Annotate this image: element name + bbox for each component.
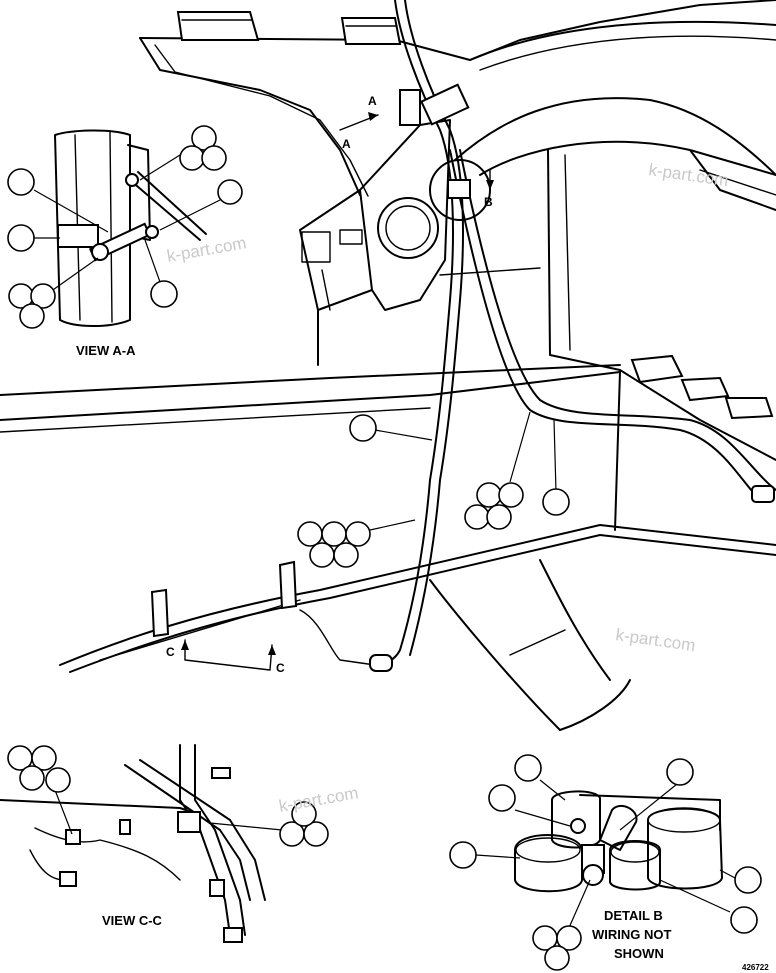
watermark-text: k-part.com — [647, 160, 729, 190]
callout-balloon — [179, 145, 205, 171]
watermark-text: k-part.com — [165, 233, 247, 266]
callout-balloon — [488, 784, 516, 812]
callout-balloon — [734, 866, 762, 894]
view-cc: VIEW C-C — [0, 744, 266, 943]
detail-b: DETAIL B WIRING NOT SHOWN — [514, 790, 723, 961]
section-a-label-bottom: A — [342, 137, 351, 151]
callout-balloon — [449, 841, 477, 869]
section-a-label-top: A — [368, 94, 377, 108]
callout-balloon — [30, 283, 56, 309]
callout-balloon — [150, 280, 178, 308]
section-c-label-right: C — [276, 661, 285, 675]
machine-structure — [0, 0, 776, 731]
callout-balloon — [556, 925, 582, 951]
callout-balloon — [514, 754, 542, 782]
detail-b-title: DETAIL B — [604, 908, 663, 923]
view-cc-title: VIEW C-C — [102, 913, 163, 928]
callout-balloon — [291, 801, 317, 827]
detail-b-callout-label: B — [484, 195, 493, 209]
callout-balloon — [542, 488, 570, 516]
callout-balloon — [544, 945, 570, 971]
detail-b-note-line1: WIRING NOT — [592, 927, 671, 942]
watermarks: k-part.com k-part.com k-part.com k-part.… — [165, 160, 729, 816]
section-arrows: A A B C C — [166, 94, 494, 675]
callout-balloon — [349, 414, 377, 442]
callout-balloon — [345, 521, 371, 547]
callout-balloon — [217, 179, 243, 205]
section-c-label-left: C — [166, 645, 175, 659]
figure-number: 426722 — [742, 963, 769, 972]
callout-balloon — [498, 482, 524, 508]
callout-balloon — [476, 482, 502, 508]
callout-balloon — [303, 821, 329, 847]
callout-balloon — [191, 125, 217, 151]
callout-balloon — [7, 224, 35, 252]
callout-balloon — [19, 765, 45, 791]
callout-balloon — [464, 504, 490, 530]
view-aa: VIEW A-A — [54, 129, 207, 358]
detail-b-note-line2: SHOWN — [614, 946, 664, 961]
callout-balloon — [486, 504, 512, 530]
wiring-harness — [299, 0, 776, 672]
view-aa-title: VIEW A-A — [76, 343, 136, 358]
callout-balloon — [31, 745, 57, 771]
callout-leaders — [33, 149, 736, 931]
callout-balloon — [730, 906, 758, 934]
callout-balloon — [333, 542, 359, 568]
callout-balloons — [7, 125, 762, 971]
watermark-text: k-part.com — [614, 625, 696, 655]
callout-balloon — [7, 168, 35, 196]
callout-balloon — [309, 542, 335, 568]
callout-balloon — [201, 145, 227, 171]
callout-balloon — [666, 758, 694, 786]
callout-balloon — [19, 303, 45, 329]
watermark-text: k-part.com — [277, 783, 359, 816]
callout-balloon — [45, 767, 71, 793]
callout-balloon — [297, 521, 323, 547]
callout-balloon — [321, 521, 347, 547]
